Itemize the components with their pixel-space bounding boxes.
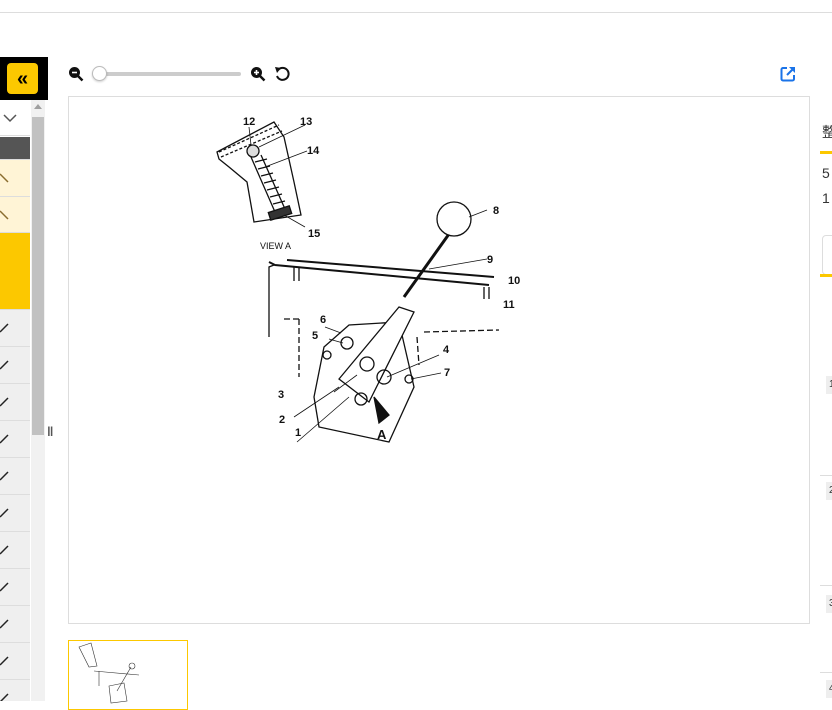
parts-list bbox=[0, 100, 30, 701]
row-divider bbox=[820, 672, 832, 673]
callout-2: 2 bbox=[279, 414, 285, 426]
zoom-in-icon[interactable] bbox=[250, 66, 266, 82]
resize-handle[interactable]: ‖ bbox=[47, 424, 54, 439]
callout-6: 6 bbox=[320, 314, 326, 326]
row-number: 2 bbox=[826, 482, 832, 500]
callout-4: 4 bbox=[443, 344, 450, 356]
pencil-icon bbox=[0, 508, 9, 518]
pencil-icon bbox=[0, 471, 9, 481]
callout-14: 14 bbox=[307, 145, 320, 157]
row-divider bbox=[820, 475, 832, 476]
external-link-icon[interactable] bbox=[780, 66, 796, 82]
search-box[interactable] bbox=[822, 235, 832, 275]
callout-8: 8 bbox=[493, 205, 499, 217]
callout-7: 7 bbox=[444, 367, 450, 379]
list-item[interactable] bbox=[0, 384, 30, 421]
view-a-detail bbox=[216, 121, 302, 223]
list-item[interactable] bbox=[0, 606, 30, 643]
list-item[interactable] bbox=[0, 569, 30, 606]
list-item[interactable] bbox=[0, 680, 30, 701]
list-item[interactable] bbox=[0, 310, 30, 347]
zoom-slider-knob[interactable] bbox=[92, 66, 107, 81]
top-divider bbox=[0, 12, 832, 13]
row-number: 4 bbox=[826, 680, 832, 698]
page-thumbnail[interactable] bbox=[68, 640, 188, 710]
callout-leaders bbox=[248, 124, 488, 443]
callout-10: 10 bbox=[508, 275, 520, 287]
scrollbar-thumb[interactable] bbox=[32, 117, 44, 435]
pencil-icon bbox=[0, 173, 9, 183]
thumbnail-image bbox=[78, 642, 140, 704]
pencil-icon bbox=[0, 434, 9, 444]
view-a-label: VIEW A bbox=[260, 241, 291, 251]
chevron-down-icon bbox=[3, 113, 17, 122]
sidebar-header: « bbox=[0, 57, 48, 100]
zoom-slider[interactable] bbox=[92, 66, 241, 81]
title-underline bbox=[820, 151, 832, 154]
list-item[interactable] bbox=[0, 347, 30, 384]
callout-5: 5 bbox=[312, 330, 318, 342]
list-item[interactable] bbox=[0, 495, 30, 532]
parts-diagram: 1 2 3 4 5 6 7 8 9 10 11 12 13 14 15 VIEW… bbox=[216, 116, 520, 443]
row-number: 3 bbox=[826, 595, 832, 613]
mounting-frame bbox=[268, 259, 500, 377]
row-number: 1 bbox=[826, 376, 832, 394]
callout-9: 9 bbox=[487, 254, 493, 266]
pencil-icon bbox=[0, 656, 9, 666]
list-item[interactable] bbox=[0, 197, 30, 233]
callout-12: 12 bbox=[243, 116, 255, 128]
reset-icon[interactable] bbox=[274, 66, 290, 82]
callout-13: 13 bbox=[300, 116, 312, 128]
list-item[interactable] bbox=[0, 421, 30, 458]
pencil-icon bbox=[0, 545, 9, 555]
list-item-selected[interactable] bbox=[0, 233, 30, 310]
callout-3: 3 bbox=[278, 389, 284, 401]
info-line-1: 5 bbox=[822, 165, 830, 181]
tab-underline bbox=[820, 274, 832, 277]
list-item[interactable] bbox=[0, 532, 30, 569]
sidebar-scrollbar[interactable] bbox=[31, 100, 45, 701]
pencil-icon bbox=[0, 619, 9, 629]
list-item[interactable] bbox=[0, 160, 30, 197]
pencil-icon bbox=[0, 693, 9, 701]
pencil-icon bbox=[0, 397, 9, 407]
list-item[interactable] bbox=[0, 458, 30, 495]
pencil-icon bbox=[0, 209, 9, 220]
pencil-icon bbox=[0, 323, 9, 333]
list-header-row bbox=[0, 137, 30, 160]
diagram-viewer[interactable]: 1 2 3 4 5 6 7 8 9 10 11 12 13 14 15 VIEW… bbox=[68, 96, 810, 624]
callout-labels: 1 2 3 4 5 6 7 8 9 10 11 12 13 14 15 VIEW… bbox=[243, 116, 520, 442]
collapse-sidebar-button[interactable]: « bbox=[7, 63, 38, 94]
pencil-icon bbox=[0, 582, 9, 592]
double-chevron-left-icon: « bbox=[16, 67, 29, 90]
callout-15: 15 bbox=[308, 228, 320, 240]
arrow-a-label: A bbox=[377, 427, 387, 442]
callout-11: 11 bbox=[503, 299, 515, 311]
callout-1: 1 bbox=[295, 427, 301, 439]
zoom-out-icon[interactable] bbox=[68, 66, 84, 82]
scroll-up-icon[interactable] bbox=[34, 104, 42, 109]
shift-lever-assembly bbox=[313, 201, 472, 443]
right-panel: 整 5 1 1 2 3 4 bbox=[820, 110, 832, 701]
right-panel-title: 整 bbox=[822, 124, 832, 140]
row-divider bbox=[820, 585, 832, 586]
list-item[interactable] bbox=[0, 643, 30, 680]
info-line-2: 1 bbox=[822, 190, 830, 206]
viewer-toolbar bbox=[68, 66, 810, 82]
pencil-icon bbox=[0, 360, 9, 370]
list-dropdown[interactable] bbox=[0, 100, 30, 136]
